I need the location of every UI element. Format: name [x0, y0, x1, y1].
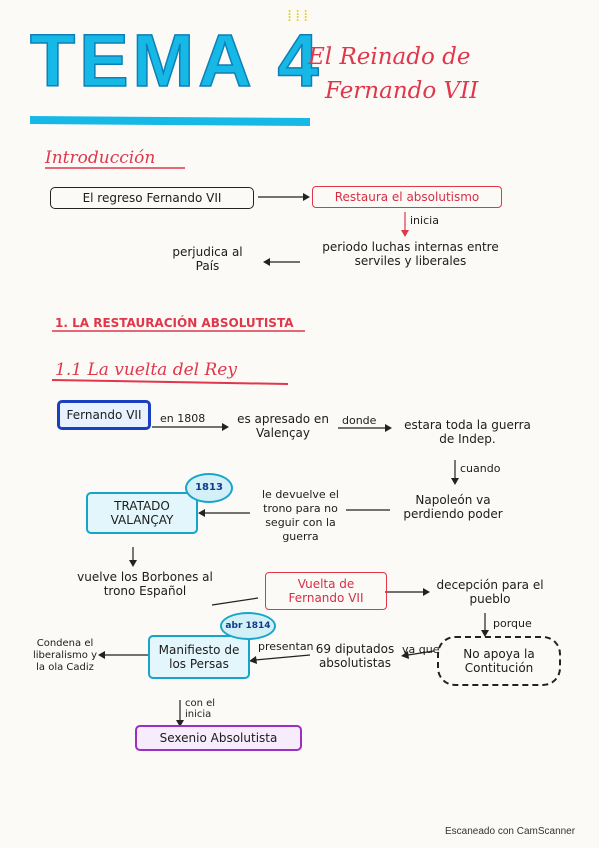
restaura-box: Restaura el absolutismo: [312, 186, 502, 208]
periodo-text: periodo luchas internas entre serviles y…: [322, 240, 499, 268]
condena-text: Condena el liberalismo y la ola Cadiz: [32, 638, 98, 673]
fernando-box: Fernando VII: [57, 400, 151, 430]
noapoya-cloud: No apoya la Contitución: [437, 636, 561, 686]
decepcion-text: decepción para el pueblo: [436, 578, 544, 606]
vuelve-text: vuelve los Borbones al trono Español: [77, 570, 213, 598]
vuelta-box: Vuelta de Fernando VII: [265, 572, 387, 610]
apresado-text: es apresado en Valençay: [237, 412, 329, 440]
perjudica-text: perjudica al País: [172, 245, 243, 273]
sparkle-icon: ⁞⁞⁞: [287, 6, 312, 25]
badge-1813: 1813: [185, 473, 233, 503]
section-heading: 1. LA RESTAURACIÓN ABSOLUTISTA: [55, 316, 294, 330]
devuelve-text: le devuelve el trono para no seguir con …: [262, 488, 339, 543]
presentan-label: presentan: [258, 640, 314, 653]
tratado-box: TRATADO VALANÇAY: [86, 492, 198, 534]
diputados-text: 69 diputados absolutistas: [315, 642, 395, 670]
title-line-2: Fernando VII: [325, 78, 479, 104]
donde-label: donde: [342, 414, 377, 427]
scanner-watermark: Escaneado con CamScanner: [445, 826, 576, 837]
tema-title: TEMA 4: [29, 18, 323, 103]
vaque-label: va que: [402, 643, 440, 656]
napoleon-text: Napoleón va perdiendo poder: [403, 493, 503, 521]
regreso-box: El regreso Fernando VII: [50, 187, 254, 209]
inicia-label: inicia: [410, 214, 439, 227]
estara-text: estara toda la guerra de Indep.: [404, 418, 531, 446]
cuando-label: cuando: [460, 462, 501, 475]
coninicia-label: con el inicia: [185, 698, 216, 720]
manifiesto-box: Manifiesto de los Persas: [148, 635, 250, 679]
title-line-1: El Reinado de: [308, 44, 471, 70]
subsection-heading: 1.1 La vuelta del Rey: [55, 360, 237, 380]
porque-label: porque: [493, 617, 532, 630]
sexenio-box: Sexenio Absolutista: [135, 725, 302, 751]
intro-heading: Introducción: [45, 148, 156, 168]
badge-1814: abr 1814: [220, 612, 276, 640]
en1808-label: en 1808: [160, 412, 206, 425]
